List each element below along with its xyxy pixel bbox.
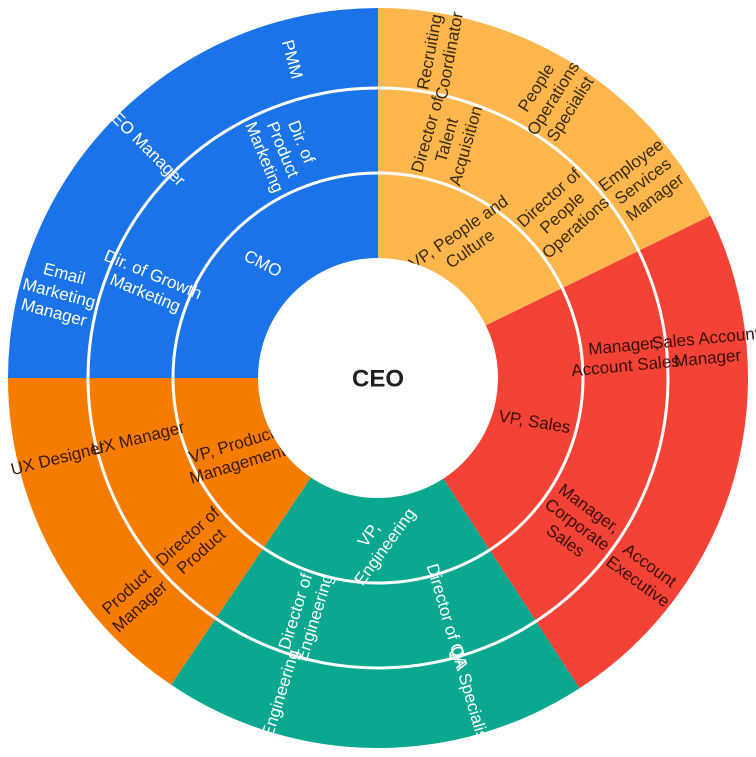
label-director-of-people-operations: Director ofPeopleOperations (512, 163, 613, 262)
wedge-engineering (171, 378, 580, 748)
ring-divider-2 (86, 86, 670, 670)
wedge-marketing (8, 8, 378, 378)
center-label-ceo: CEO (352, 365, 404, 392)
center-disc (258, 258, 498, 498)
wedge-product (8, 378, 378, 685)
ring-divider-1 (171, 171, 585, 585)
label-manager-corporate-sales: Manager,CorporateSales (529, 479, 625, 571)
